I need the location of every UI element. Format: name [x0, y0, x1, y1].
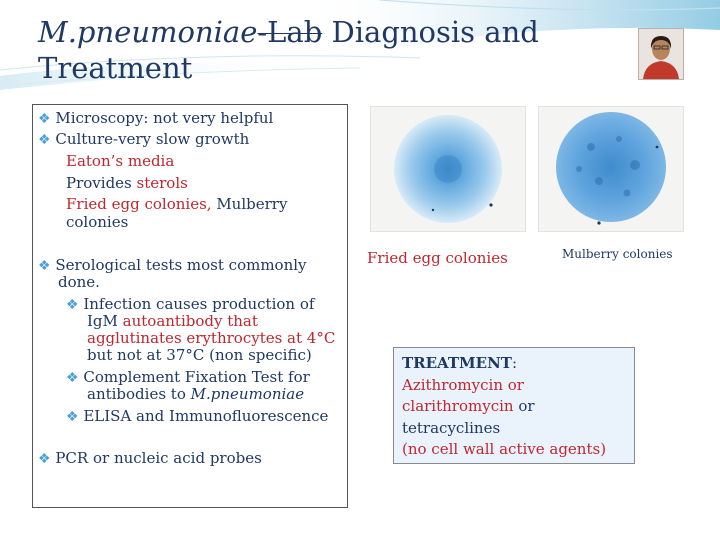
treatment-line-3: tetracyclines	[402, 418, 501, 437]
fried-egg-colony-image	[370, 106, 526, 232]
treatment-line-4: (no cell wall active agents)	[402, 440, 607, 458]
title-organism: M.pneumoniae	[38, 15, 258, 49]
bullet-culture: ❖ Culture-very slow growth	[38, 130, 250, 148]
treatment-line-2: clarithromycin or	[402, 397, 535, 415]
avatar-icon	[639, 29, 683, 79]
bullet-icon: ❖	[38, 132, 51, 148]
bullet-pcr: ❖ PCR or nucleic acid probes	[38, 449, 262, 467]
bullet-icon: ❖	[66, 370, 79, 386]
colony-types: Fried egg colonies, Mulberry	[66, 195, 288, 213]
presenter-avatar	[638, 28, 684, 80]
title-lab: -Lab	[257, 15, 323, 49]
sub-bullet-complement: ❖ Complement Fixation Test for	[66, 368, 310, 386]
diagnosis-box	[32, 104, 348, 508]
title-line-2: Treatment	[38, 51, 193, 85]
bullet-icon: ❖	[66, 297, 79, 313]
colonies-wrap: colonies	[66, 213, 129, 231]
mulberry-colony-image	[538, 106, 684, 232]
bullet-icon: ❖	[38, 258, 51, 274]
treatment-line-1: Azithromycin or	[402, 375, 524, 394]
sub-bullet-elisa: ❖ ELISA and Immunofluorescence	[66, 407, 329, 425]
eaton-media: Eaton’s media	[66, 152, 175, 170]
page-title: M.pneumoniae-Lab Diagnosis and Treatment	[38, 14, 598, 86]
complement-line-2: antibodies to M.pneumoniae	[87, 385, 305, 403]
provides-sterols: Provides sterols	[66, 174, 188, 192]
mulberry-colony-graphic	[556, 112, 666, 225]
sub-bullet-infection: ❖ Infection causes production of	[66, 295, 315, 313]
treatment-heading: TREATMENT:	[402, 354, 518, 372]
infection-line-4: but not at 37°C (non specific)	[87, 346, 312, 364]
bullet-icon: ❖	[38, 111, 51, 127]
title-rest: Diagnosis and	[322, 15, 539, 49]
fried-egg-caption: Fried egg colonies	[367, 249, 508, 267]
bullet-microscopy: ❖ Microscopy: not very helpful	[38, 109, 274, 127]
mulberry-caption: Mulberry colonies	[562, 247, 673, 261]
bullet-serology: ❖ Serological tests most commonly	[38, 256, 307, 274]
infection-line-2: IgM autoantibody that	[87, 312, 258, 330]
bullet-icon: ❖	[38, 451, 51, 467]
serology-line-2: done.	[58, 273, 100, 291]
treatment-box: TREATMENT: Azithromycin or clarithromyci…	[393, 347, 635, 464]
infection-line-3: agglutinates erythrocytes at 4°C	[87, 329, 336, 347]
fried-egg-colony-graphic	[394, 115, 502, 223]
decorative-swoosh	[0, 0, 720, 90]
bullet-icon: ❖	[66, 409, 79, 425]
